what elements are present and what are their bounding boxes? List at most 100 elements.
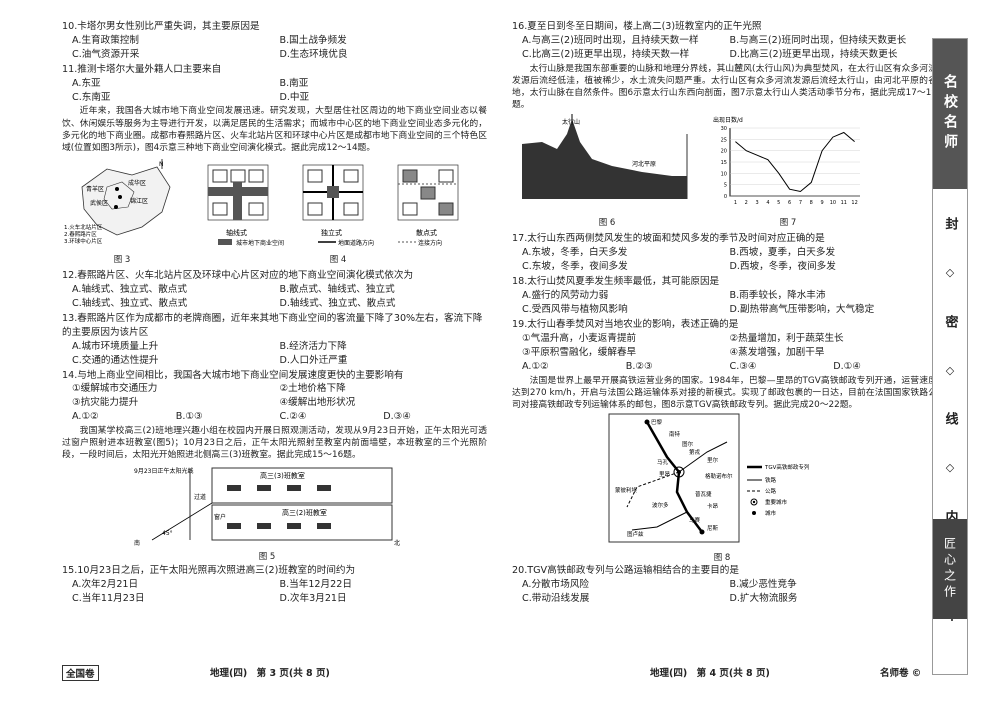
chart-title: 出现日数/d	[713, 116, 743, 124]
question-16: 16.夏至日到冬至日期间，楼上高二(3)班教室内的正午光照 A.与高三(2)班同…	[512, 20, 937, 62]
option-b[interactable]: B.经济活力下降	[279, 340, 347, 352]
legend-item: 1.火车北站片区	[64, 223, 103, 231]
legend-item: TGV高铁邮政专列	[764, 463, 810, 471]
option-c[interactable]: C.当年11月23日	[72, 592, 145, 604]
reading-passage: 我国某学校高三(2)班地理兴趣小组在校园内开展日照观测活动，发现从9月23日开始…	[62, 426, 487, 461]
city-label: 波尔多	[652, 501, 669, 509]
y-tick-label: 30	[721, 126, 727, 132]
option-d[interactable]: D.人口外迁严重	[279, 354, 348, 366]
option-d[interactable]: D.生态环境优良	[279, 48, 348, 60]
option-b[interactable]: B.当年12月22日	[279, 578, 352, 590]
model-label: 独立式	[321, 228, 342, 237]
option-a[interactable]: A.与高三(2)班同时出现，且持续天数一样	[522, 34, 699, 46]
option-a[interactable]: A.生育政策控制	[72, 34, 140, 46]
option-b[interactable]: B.南亚	[279, 77, 309, 89]
city-label: 图尔	[682, 440, 694, 448]
room-label: 高三(2)班教室	[282, 508, 327, 517]
option-d[interactable]: D.次年3月21日	[279, 592, 347, 604]
option-b[interactable]: B.①③	[175, 411, 203, 423]
option-c[interactable]: C.③④	[729, 360, 757, 372]
statement-4: ④缓解出地形状况	[279, 397, 356, 409]
question-stem: 15.10月23日之后，正午太阳光照再次照进高三(2)班教室的时间约为	[62, 564, 356, 576]
taihang-profile: 太行山 河北平原	[522, 112, 688, 200]
option-a[interactable]: A.轴线式、独立式、散点式	[72, 284, 187, 296]
option-b[interactable]: B.西坡，夏季，白天多发	[729, 247, 836, 259]
seal-char: 线	[942, 412, 958, 426]
diamond-icon: ◇	[943, 363, 957, 377]
option-b[interactable]: B.②③	[625, 360, 653, 372]
legend-item: 铁路	[765, 476, 777, 484]
diamond-icon: ◇	[943, 461, 957, 475]
option-d[interactable]: D.轴线式、独立式、散点式	[279, 297, 396, 309]
north-label: 北	[394, 539, 400, 547]
statement-2: ②热量增加，利于蔬菜生长	[729, 332, 844, 344]
page-number-right: 地理(四) 第 4 页(共 8 页)	[650, 668, 770, 679]
option-d[interactable]: D.扩大物流服务	[729, 592, 798, 604]
option-c[interactable]: C.东坡，冬季，夜间多发	[522, 261, 628, 273]
option-c[interactable]: C.受西风带与植物风影响	[522, 303, 628, 315]
right-page: 16.夏至日到冬至日期间，楼上高二(3)班教室内的正午光照 A.与高三(2)班同…	[512, 20, 937, 680]
question-stem: 14.与地上商业空间相比，我国各大城市地下商业空间发展速度更快的主要影响有	[62, 369, 404, 381]
x-tick-label: 5	[777, 200, 780, 206]
option-c[interactable]: C.②④	[279, 411, 307, 423]
city-label: 格勒诺布尔	[705, 472, 733, 480]
statement-1: ①气温升高，小麦返青提前	[522, 332, 637, 344]
corridor-label: 过道	[194, 493, 206, 501]
option-a[interactable]: A.东坡，冬季，白天多发	[522, 247, 628, 259]
figure-caption: 图 8	[713, 552, 731, 563]
reading-passage: 太行山脉是我国东部重要的山脉和地理分界线，其山麓风(太行山风)为典型焚风，在太行…	[512, 63, 937, 111]
option-d[interactable]: D.西坡，冬季，夜间多发	[729, 261, 836, 273]
legend-item: 重要城市	[765, 498, 788, 506]
y-tick-label: 0	[724, 194, 727, 200]
page-number-left: 地理(四) 第 3 页(共 8 页)	[210, 668, 330, 679]
option-d[interactable]: D.①④	[833, 360, 861, 372]
figure-6: 太行山 河北平原 图 6	[512, 112, 702, 229]
window-label: 窗户	[214, 513, 226, 521]
option-a[interactable]: A.次年2月21日	[72, 578, 139, 590]
foehn-days-line	[735, 132, 855, 193]
question-stem: 10.卡塔尔男女性别比严重失调，其主要原因是	[62, 21, 260, 32]
figure-8: 巴黎 南特 图尔 第戎 里尔 马孔 里昂 格勒诺布尔 尼斯 马赛 蒙彼利埃 波尔…	[607, 412, 837, 564]
question-15: 15.10月23日之后，正午太阳光照再次照进高三(2)班教室的时间约为 A.次年…	[62, 564, 487, 606]
option-d[interactable]: D.比高三(2)班更早出现，持续天数更长	[729, 48, 898, 60]
option-d[interactable]: D.③④	[383, 411, 411, 423]
model-label: 散点式	[416, 228, 437, 237]
question-stem: 20.TGV高铁邮政专列与公路运输相结合的主要目的是	[512, 565, 739, 577]
seal-char: 密	[942, 314, 958, 328]
legend-item: 连接方向	[418, 239, 442, 247]
figure-5: 高三(3)班教室 高三(2)班教室 9月23日正午太阳光线 过道 窗户 45° …	[132, 463, 402, 564]
x-tick-label: 12	[851, 200, 857, 206]
option-a[interactable]: A.①②	[522, 360, 549, 372]
x-tick-label: 9	[820, 200, 823, 206]
question-stem: 11.推测卡塔尔大量外籍人口主要来自	[62, 63, 222, 75]
option-b[interactable]: B.散点式、轴线式、独立式	[279, 284, 395, 296]
option-b[interactable]: B.与高三(2)班同时出现，但持续天数更长	[729, 34, 907, 46]
tgv-route-map: 巴黎 南特 图尔 第戎 里尔 马孔 里昂 格勒诺布尔 尼斯 马赛 蒙彼利埃 波尔…	[608, 413, 810, 543]
option-d[interactable]: D.副热带高气压带影响，大气稳定	[729, 303, 875, 315]
legend-item: 城市	[765, 509, 777, 517]
option-c[interactable]: C.轴线式、独立式、散点式	[72, 297, 188, 309]
option-a[interactable]: A.盛行的风劳动力弱	[522, 290, 609, 302]
angle-label: 45°	[162, 530, 173, 537]
option-a[interactable]: A.东亚	[72, 77, 101, 89]
option-b[interactable]: B.雨季较长，降水丰沛	[729, 290, 826, 302]
option-c[interactable]: C.东南亚	[72, 91, 111, 103]
option-c[interactable]: C.比高三(2)班更早出现，持续天数一样	[522, 48, 690, 60]
option-c[interactable]: C.油气资源开采	[72, 48, 140, 60]
option-b[interactable]: B.国土战争频发	[279, 34, 347, 46]
figure-caption: 图 7	[779, 218, 797, 229]
option-b[interactable]: B.减少恶性竞争	[729, 579, 797, 590]
option-a[interactable]: A.①②	[72, 411, 99, 423]
reading-passage: 近年来，我国各大城市地下商业空间发展迅速。研究发现，大型居住社区周边的地下商业空…	[62, 106, 487, 153]
question-stem: 17.太行山东西两侧焚风发生的坡面和焚风多发的季节及时间对应正确的是	[512, 233, 825, 245]
x-tick-label: 4	[766, 200, 769, 206]
option-a[interactable]: A.分散市场风险	[522, 579, 590, 590]
option-d[interactable]: D.中亚	[279, 91, 310, 103]
option-c[interactable]: C.带动沿线发展	[522, 592, 590, 604]
seal-char: 封	[942, 216, 958, 230]
option-a[interactable]: A.城市环境质量上升	[72, 340, 159, 352]
x-tick-label: 7	[799, 200, 802, 206]
city-label: 蒙彼利埃	[615, 486, 638, 494]
option-c[interactable]: C.交通的通达性提升	[72, 354, 159, 366]
